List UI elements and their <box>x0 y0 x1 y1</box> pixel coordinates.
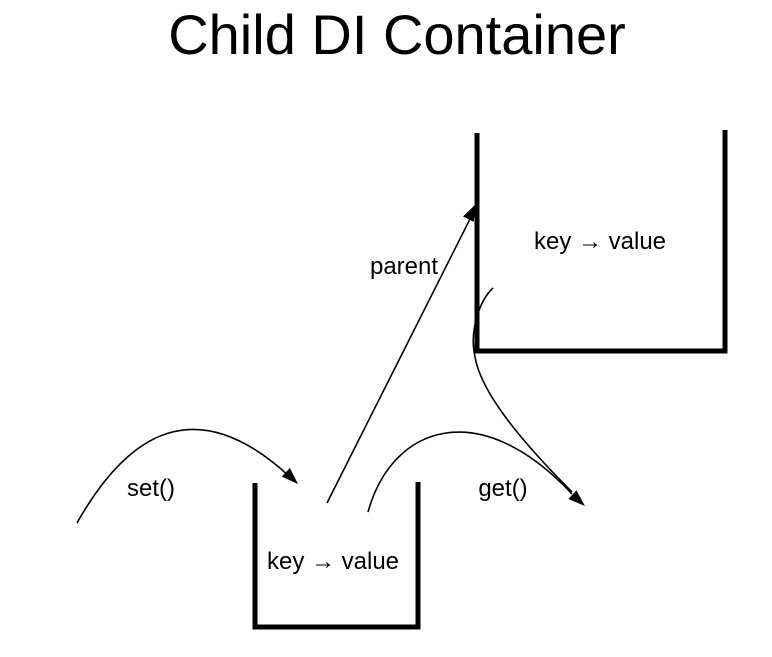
parent-arrow-label: parent <box>369 253 439 280</box>
parent-container-outline <box>474 130 728 354</box>
get-arrow-curve <box>367 431 573 513</box>
parent-fallback-curve <box>472 287 573 493</box>
set-arrowhead-icon <box>281 468 298 484</box>
set-method-label: set() <box>127 475 175 502</box>
parent-arrowhead-icon <box>463 204 476 222</box>
get-arrowhead-icon <box>568 490 585 506</box>
get-method-label: get() <box>478 475 528 502</box>
child-container-contents: key → value <box>266 548 400 575</box>
parent-container-contents: key → value <box>533 228 667 255</box>
set-arrow-curve <box>76 428 291 524</box>
child-container-outline <box>252 482 421 630</box>
page-title: Child DI Container <box>168 3 626 66</box>
parent-arrow-line <box>326 218 471 504</box>
